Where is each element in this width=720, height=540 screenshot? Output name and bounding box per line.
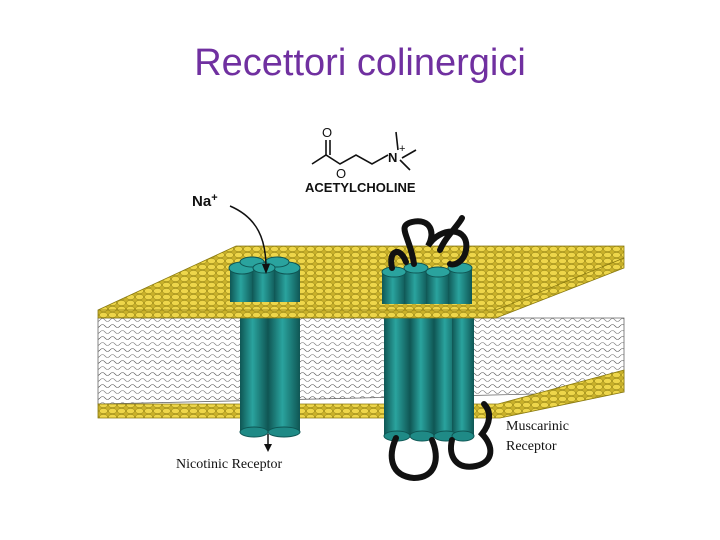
sodium-arrow-head bbox=[262, 264, 270, 274]
upper-lipid-layer bbox=[97, 245, 625, 319]
acetylcholine-structure bbox=[311, 131, 417, 171]
atom-n-charge: + bbox=[399, 143, 405, 155]
muscarinic-receptor-label-line2: Receptor bbox=[506, 439, 557, 454]
lower-lipid-layer bbox=[97, 369, 625, 419]
page-title: Recettori colinergici bbox=[194, 42, 526, 84]
nicotinic-receptor-lower bbox=[239, 300, 301, 438]
nicotinic-receptor-label: Nicotinic Receptor bbox=[176, 457, 282, 472]
muscarinic-receptor-lower bbox=[383, 296, 475, 442]
muscarinic-extracellular-loops bbox=[388, 215, 470, 271]
sodium-arrow bbox=[229, 205, 267, 269]
muscarinic-intracellular-loops bbox=[388, 401, 494, 482]
sodium-ion-label: Na+ bbox=[192, 192, 218, 210]
acetylcholine-label: ACETYLCHOLINE bbox=[305, 180, 416, 195]
nicotinic-receptor-upper bbox=[228, 256, 301, 302]
atom-o-ester: O bbox=[336, 166, 346, 181]
atom-o-top: O bbox=[322, 125, 332, 140]
outflow-arrow-head bbox=[264, 444, 272, 452]
atom-n: N bbox=[388, 150, 397, 165]
muscarinic-receptor-label-line1: Muscarinic bbox=[506, 419, 569, 434]
muscarinic-receptor-upper bbox=[381, 262, 473, 304]
upper-lipid-layer-edge bbox=[98, 257, 625, 311]
